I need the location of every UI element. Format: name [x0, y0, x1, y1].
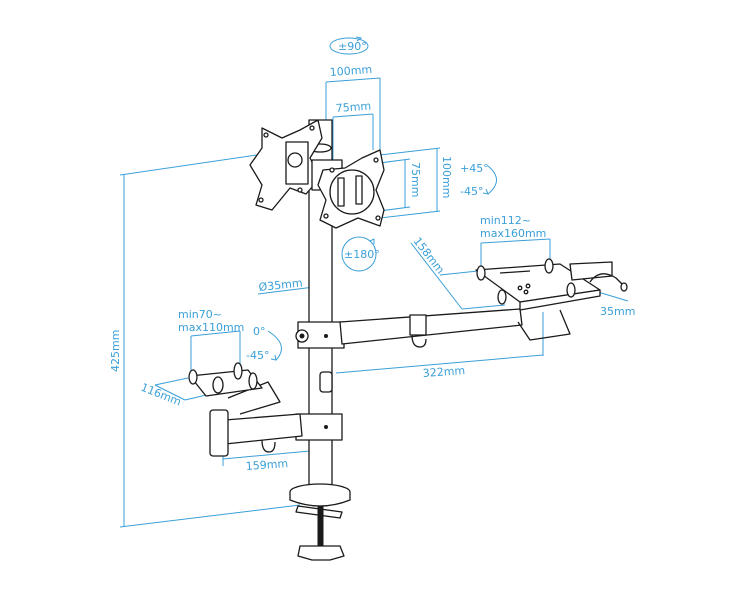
vesa-100-dimension-line: [325, 77, 381, 83]
label-total-height: 425mm: [109, 330, 122, 372]
label-vesa-100-vertical: 100mm: [440, 156, 453, 198]
clamp-plate: [295, 505, 343, 519]
rotation-indicators: [267, 36, 497, 361]
vesa-75-dimension-line: [332, 113, 374, 118]
label-tablet-width-1: min70~: [178, 308, 222, 321]
dimension-labels: ±90° 100mm 75mm 75mm 100mm +45° -45° ±18…: [109, 40, 635, 473]
laptop-depth-line: [410, 242, 463, 310]
label-tilt-90: ±90°: [338, 40, 367, 53]
tablet-holder: [189, 369, 263, 397]
label-tablet-depth: 116mm: [139, 381, 183, 409]
arm-left-length-line: [222, 450, 311, 460]
arm-right-beam: [339, 308, 523, 345]
label-tilt-plus-45: +45°: [460, 162, 489, 175]
arm-right: [295, 258, 628, 349]
label-rotation-180: ±180°: [344, 248, 380, 261]
tilt-arc-icon: [487, 165, 497, 195]
arm-left-beam: [224, 413, 303, 445]
label-vesa-75: 75mm: [335, 100, 371, 115]
label-tilt-minus-45: -45°: [460, 185, 483, 198]
tablet-tilt-arc-icon: [267, 330, 282, 361]
monitor-plate-right: [311, 149, 385, 229]
tray-grip: [476, 265, 486, 281]
label-arm-right-length: 322mm: [422, 364, 465, 380]
label-clamp-width: 35mm: [600, 305, 635, 318]
label-laptop-width-1: min112~: [480, 214, 531, 227]
label-laptop-depth: 158mm: [411, 235, 447, 276]
label-tablet-width-2: max110mm: [178, 321, 244, 334]
vesa-plate-center: [329, 169, 375, 215]
rotate-180-icon: [341, 236, 377, 272]
tablet-mount-post: [209, 409, 229, 457]
dimension-lines: [119, 77, 629, 528]
cable-hook-plate: [569, 261, 613, 281]
rotate-90-icon: [329, 37, 369, 55]
label-tablet-tilt-minus-45: -45°: [246, 349, 269, 362]
pole-cable-clip: [319, 371, 333, 393]
label-tablet-tilt-0: 0°: [253, 325, 266, 338]
monitor-plate-left: [249, 119, 323, 211]
label-vesa-75-vertical: 75mm: [409, 162, 422, 197]
tablet-width-line: [190, 330, 241, 337]
arm-left-collar: [295, 413, 343, 441]
laptop-tray-support: [517, 309, 571, 341]
laptop-width-line: [480, 238, 551, 244]
clamp-screw: [317, 505, 324, 547]
tablet-grip: [188, 369, 198, 385]
arm-left: [188, 362, 343, 457]
tablet-depth-line: [154, 384, 186, 401]
label-vesa-100: 100mm: [329, 63, 372, 79]
label-arm-left-length: 159mm: [245, 457, 288, 473]
desk-clamp: [289, 483, 351, 561]
height-bottom-extension: [119, 504, 301, 528]
label-laptop-width-2: max160mm: [480, 227, 546, 240]
laptop-clamp-hook: [589, 273, 625, 287]
label-pole-diameter: Ø35mm: [258, 276, 303, 294]
clamp-width-line: [597, 291, 629, 302]
arm-right-length-line: [335, 354, 544, 374]
cable-clip: [409, 314, 427, 336]
clamp-knob: [297, 545, 345, 561]
